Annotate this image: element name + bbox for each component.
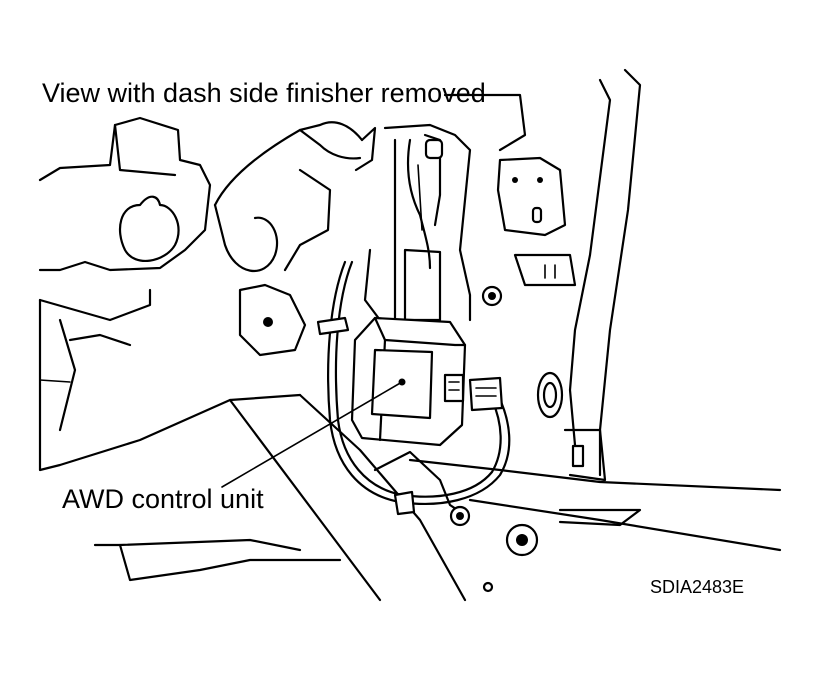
wiring-harness: [316, 260, 511, 527]
duct: [213, 121, 377, 357]
figure-id: SDIA2483E: [650, 577, 745, 597]
awd-control-unit: [350, 316, 467, 447]
callout-label: AWD control unit: [62, 484, 264, 514]
dashboard-structure: [38, 116, 302, 472]
diagram-caption: View with dash side finisher removed: [42, 78, 486, 108]
mounting-bracket: [363, 123, 472, 332]
pillar-panel: [443, 68, 642, 482]
callout-leader: [221, 381, 403, 488]
